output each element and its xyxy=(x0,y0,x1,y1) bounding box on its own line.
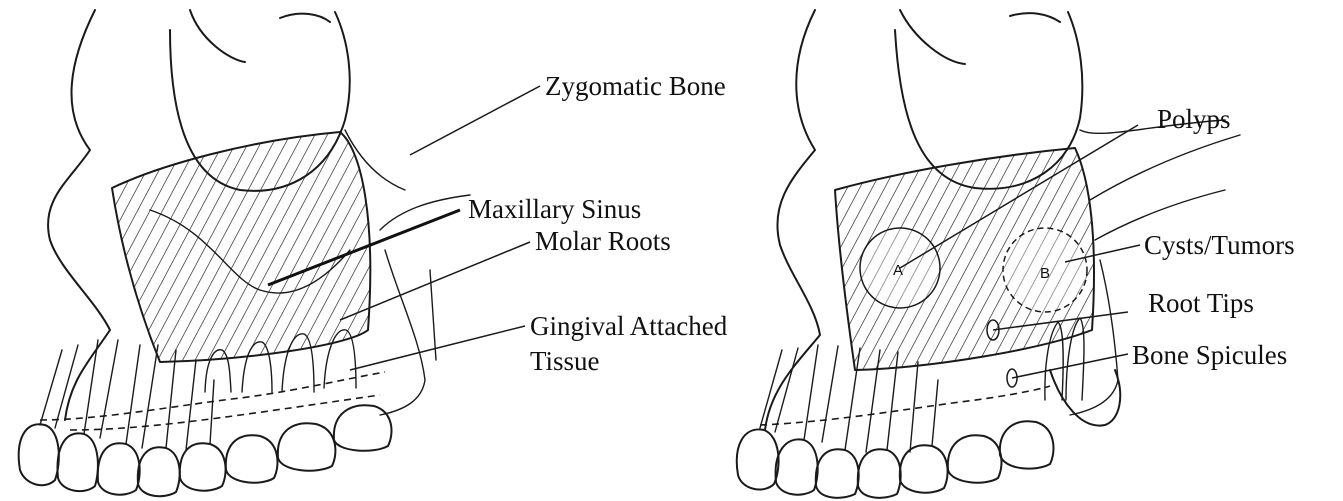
label-tissue: Tissue xyxy=(530,346,600,376)
bone-spicules-leader xyxy=(1012,354,1128,378)
gingival-tissue-leader xyxy=(350,326,525,370)
left-teeth xyxy=(19,340,392,496)
maxillary-sinus-hatched-area xyxy=(100,120,390,380)
left-maxilla-illustration xyxy=(19,10,470,496)
label-gingival-attached: Gingival Attached xyxy=(530,311,728,341)
label-molar-roots: Molar Roots xyxy=(535,226,671,256)
marker-b-text: B xyxy=(1040,265,1050,282)
label-root-tips: Root Tips xyxy=(1148,288,1254,318)
label-polyps: Polyps xyxy=(1157,104,1231,134)
label-maxillary-sinus: Maxillary Sinus xyxy=(468,194,641,224)
label-bone-spicules: Bone Spicules xyxy=(1132,340,1287,370)
marker-a-text: A xyxy=(893,262,903,279)
cyst-marker-b: B xyxy=(1003,228,1087,312)
label-zygomatic-bone: Zygomatic Bone xyxy=(545,71,726,101)
label-cysts-tumors: Cysts/Tumors xyxy=(1144,230,1295,260)
zygomatic-bone-leader xyxy=(410,86,540,155)
